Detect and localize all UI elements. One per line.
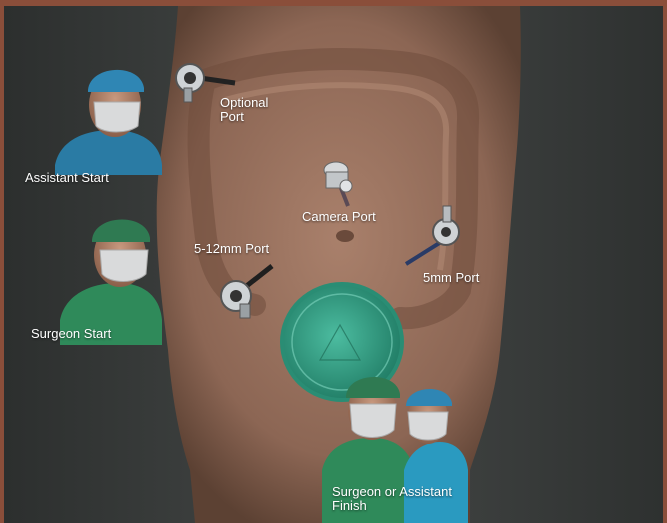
assistant-start-label: Assistant Start bbox=[25, 171, 109, 185]
camera-port-label: Camera Port bbox=[302, 210, 376, 224]
port-5-12mm-label: 5-12mm Port bbox=[194, 242, 269, 256]
surgeon-start-label: Surgeon Start bbox=[31, 327, 111, 341]
port-5mm-label: 5mm Port bbox=[423, 271, 479, 285]
navel bbox=[336, 230, 354, 242]
surgeon-or-assistant-finish-label: Surgeon or Assistant Finish bbox=[332, 485, 452, 513]
optional-port-label: Optional Port bbox=[220, 96, 268, 124]
